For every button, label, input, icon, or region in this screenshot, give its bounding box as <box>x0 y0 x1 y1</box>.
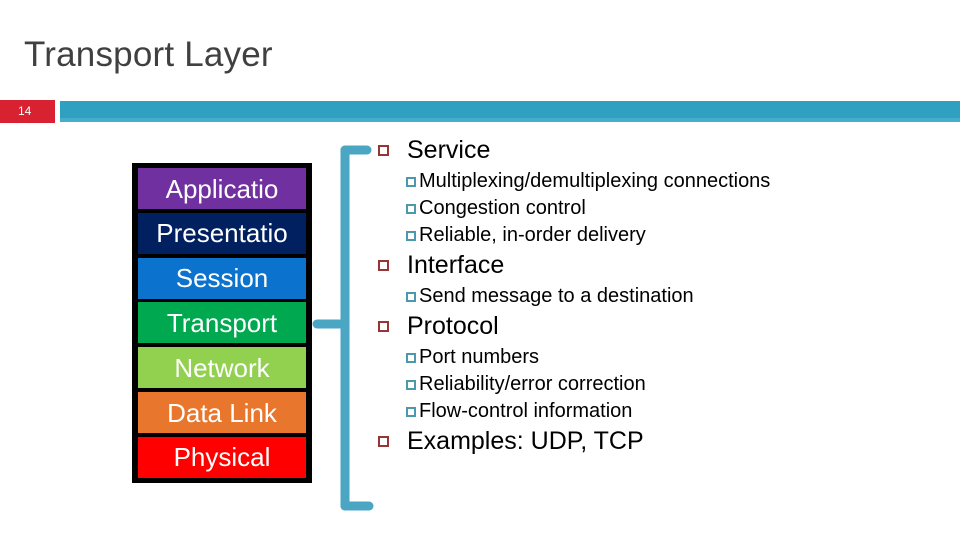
bullet-level2-label: Flow-control information <box>419 400 633 422</box>
bullet-level2: Reliability/error correction <box>406 371 956 398</box>
bullet-square-icon <box>378 321 389 332</box>
bullet-level1: Service <box>376 134 956 167</box>
bullet-level2-label: Reliability/error correction <box>419 373 646 395</box>
bullet-square-icon <box>378 260 389 271</box>
osi-layer-label: Network <box>174 352 270 383</box>
bullet-level1: Examples: UDP, TCP <box>376 425 956 458</box>
bullet-level1: Protocol <box>376 310 956 343</box>
bullet-level1: Interface <box>376 249 956 282</box>
slide-number-badge <box>0 100 55 123</box>
bullet-level2: Congestion control <box>406 195 956 222</box>
osi-layer-label: Presentatio <box>156 218 288 249</box>
osi-layer-applicatio: Applicatio <box>138 168 306 209</box>
bullet-level1-label: Interface <box>407 251 505 279</box>
sub-bullet-square-icon <box>406 231 416 241</box>
osi-layer-label: Session <box>175 263 269 294</box>
bullet-level2-label: Send message to a destination <box>419 285 694 307</box>
bullet-level2: Reliable, in-order delivery <box>406 222 956 249</box>
bullet-level2: Port numbers <box>406 344 956 371</box>
bullet-square-icon <box>378 145 389 156</box>
bullet-level2: Flow-control information <box>406 398 956 425</box>
bullet-level2-label: Congestion control <box>419 197 586 219</box>
osi-layer-physical: Physical <box>138 436 306 478</box>
osi-layer-label: Transport <box>166 307 278 338</box>
header-accent-bar <box>60 101 960 122</box>
header-accent-underline <box>60 118 960 122</box>
bullet-level2-label: Reliable, in-order delivery <box>419 224 646 246</box>
sub-bullet-square-icon <box>406 177 416 187</box>
sub-bullet-square-icon <box>406 204 416 214</box>
transport-layer-bracket <box>305 138 385 518</box>
sub-bullet-square-icon <box>406 407 416 417</box>
bullet-level1-label: Service <box>407 136 491 164</box>
bullet-square-icon <box>378 436 389 447</box>
slide-number-label: 14 <box>18 104 32 118</box>
osi-layer-session: Session <box>138 257 306 299</box>
osi-layer-label: Physical <box>173 442 271 473</box>
bullet-level2: Send message to a destination <box>406 283 956 310</box>
osi-layer-presentatio: Presentatio <box>138 212 306 254</box>
bullet-level2-label: Port numbers <box>419 346 540 368</box>
bullet-level2: Multiplexing/demultiplexing connections <box>406 168 956 195</box>
osi-layer-label: Data Link <box>167 397 277 428</box>
bullet-level2-label: Multiplexing/demultiplexing connections <box>419 170 771 192</box>
osi-layer-transport: Transport <box>138 302 306 344</box>
osi-layer-label: Applicatio <box>165 173 279 204</box>
page-title: Transport Layer <box>24 35 273 74</box>
sub-bullet-square-icon <box>406 380 416 390</box>
osi-layer-network: Network <box>138 347 306 389</box>
sub-bullet-square-icon <box>406 292 416 302</box>
bullet-level1-label: Protocol <box>407 312 499 340</box>
sub-bullet-square-icon <box>406 353 416 363</box>
osi-layer-data-link: Data Link <box>138 392 306 434</box>
bullet-level1-label: Examples: UDP, TCP <box>407 427 644 455</box>
